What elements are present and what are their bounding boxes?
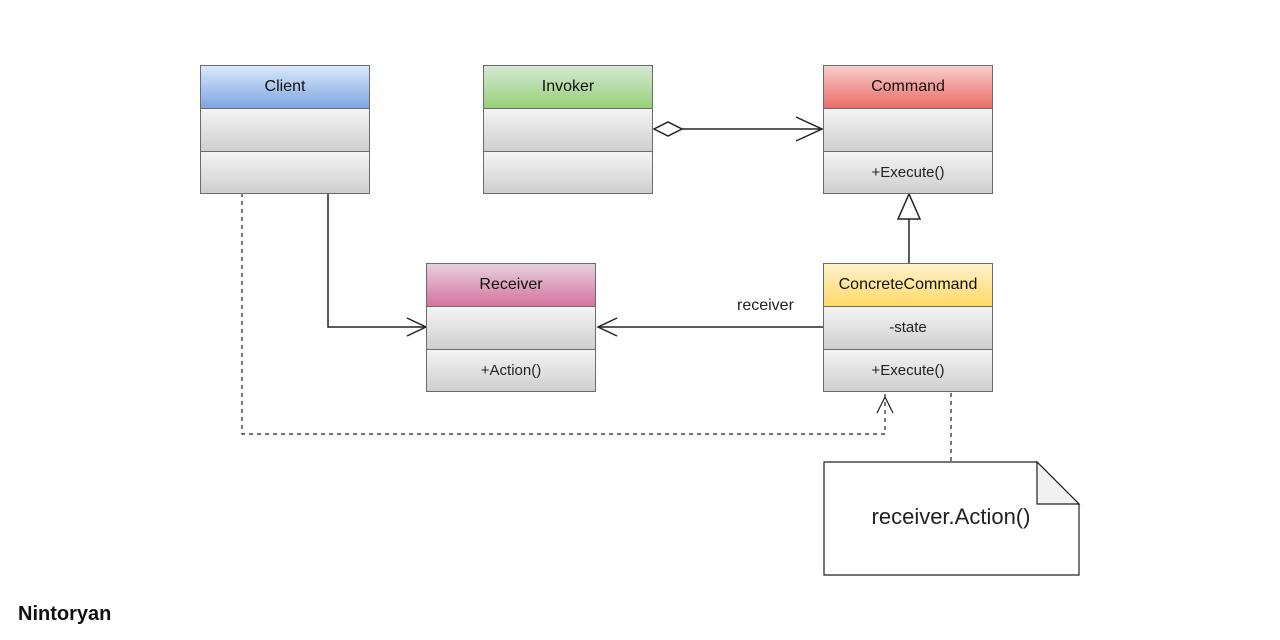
class-name: Client: [201, 66, 369, 109]
class-methods: +Execute(): [824, 151, 992, 193]
class-receiver[interactable]: Receiver +Action(): [426, 263, 596, 392]
concrete-command-receiver-association: [596, 317, 824, 337]
class-name: Command: [824, 66, 992, 109]
watermark: Nintoryan: [18, 603, 112, 625]
class-attributes: -state: [824, 307, 992, 349]
note-text: receiver.Action(): [871, 504, 1031, 529]
class-methods: [201, 151, 369, 193]
class-command[interactable]: Command +Execute(): [823, 65, 993, 194]
class-attributes: [427, 307, 595, 349]
concrete-command-inheritance: [896, 192, 922, 264]
class-methods: +Execute(): [824, 349, 992, 391]
class-methods: [484, 151, 652, 193]
class-name: Invoker: [484, 66, 652, 109]
class-attributes: [484, 109, 652, 151]
class-name: ConcreteCommand: [824, 264, 992, 307]
class-attributes: [201, 109, 369, 151]
client-receiver-association: [327, 193, 428, 337]
class-methods: +Action(): [427, 349, 595, 391]
class-invoker[interactable]: Invoker: [483, 65, 653, 194]
note-shape: [823, 460, 1081, 576]
class-client[interactable]: Client: [200, 65, 370, 194]
open-arrowhead-icon: [795, 116, 824, 142]
class-attributes: [824, 109, 992, 151]
class-name: Receiver: [427, 264, 595, 307]
open-arrowhead-icon: [596, 317, 618, 337]
aggregation-diamond-icon: [652, 121, 684, 137]
class-concrete-command[interactable]: ConcreteCommand -state +Execute(): [823, 263, 993, 392]
association-label-receiver: receiver: [737, 297, 794, 314]
invoker-command-aggregation: [652, 116, 824, 142]
client-concrete-command-dependency: [241, 193, 886, 435]
open-arrowhead-icon: [876, 395, 894, 414]
inheritance-triangle-icon: [896, 192, 922, 220]
